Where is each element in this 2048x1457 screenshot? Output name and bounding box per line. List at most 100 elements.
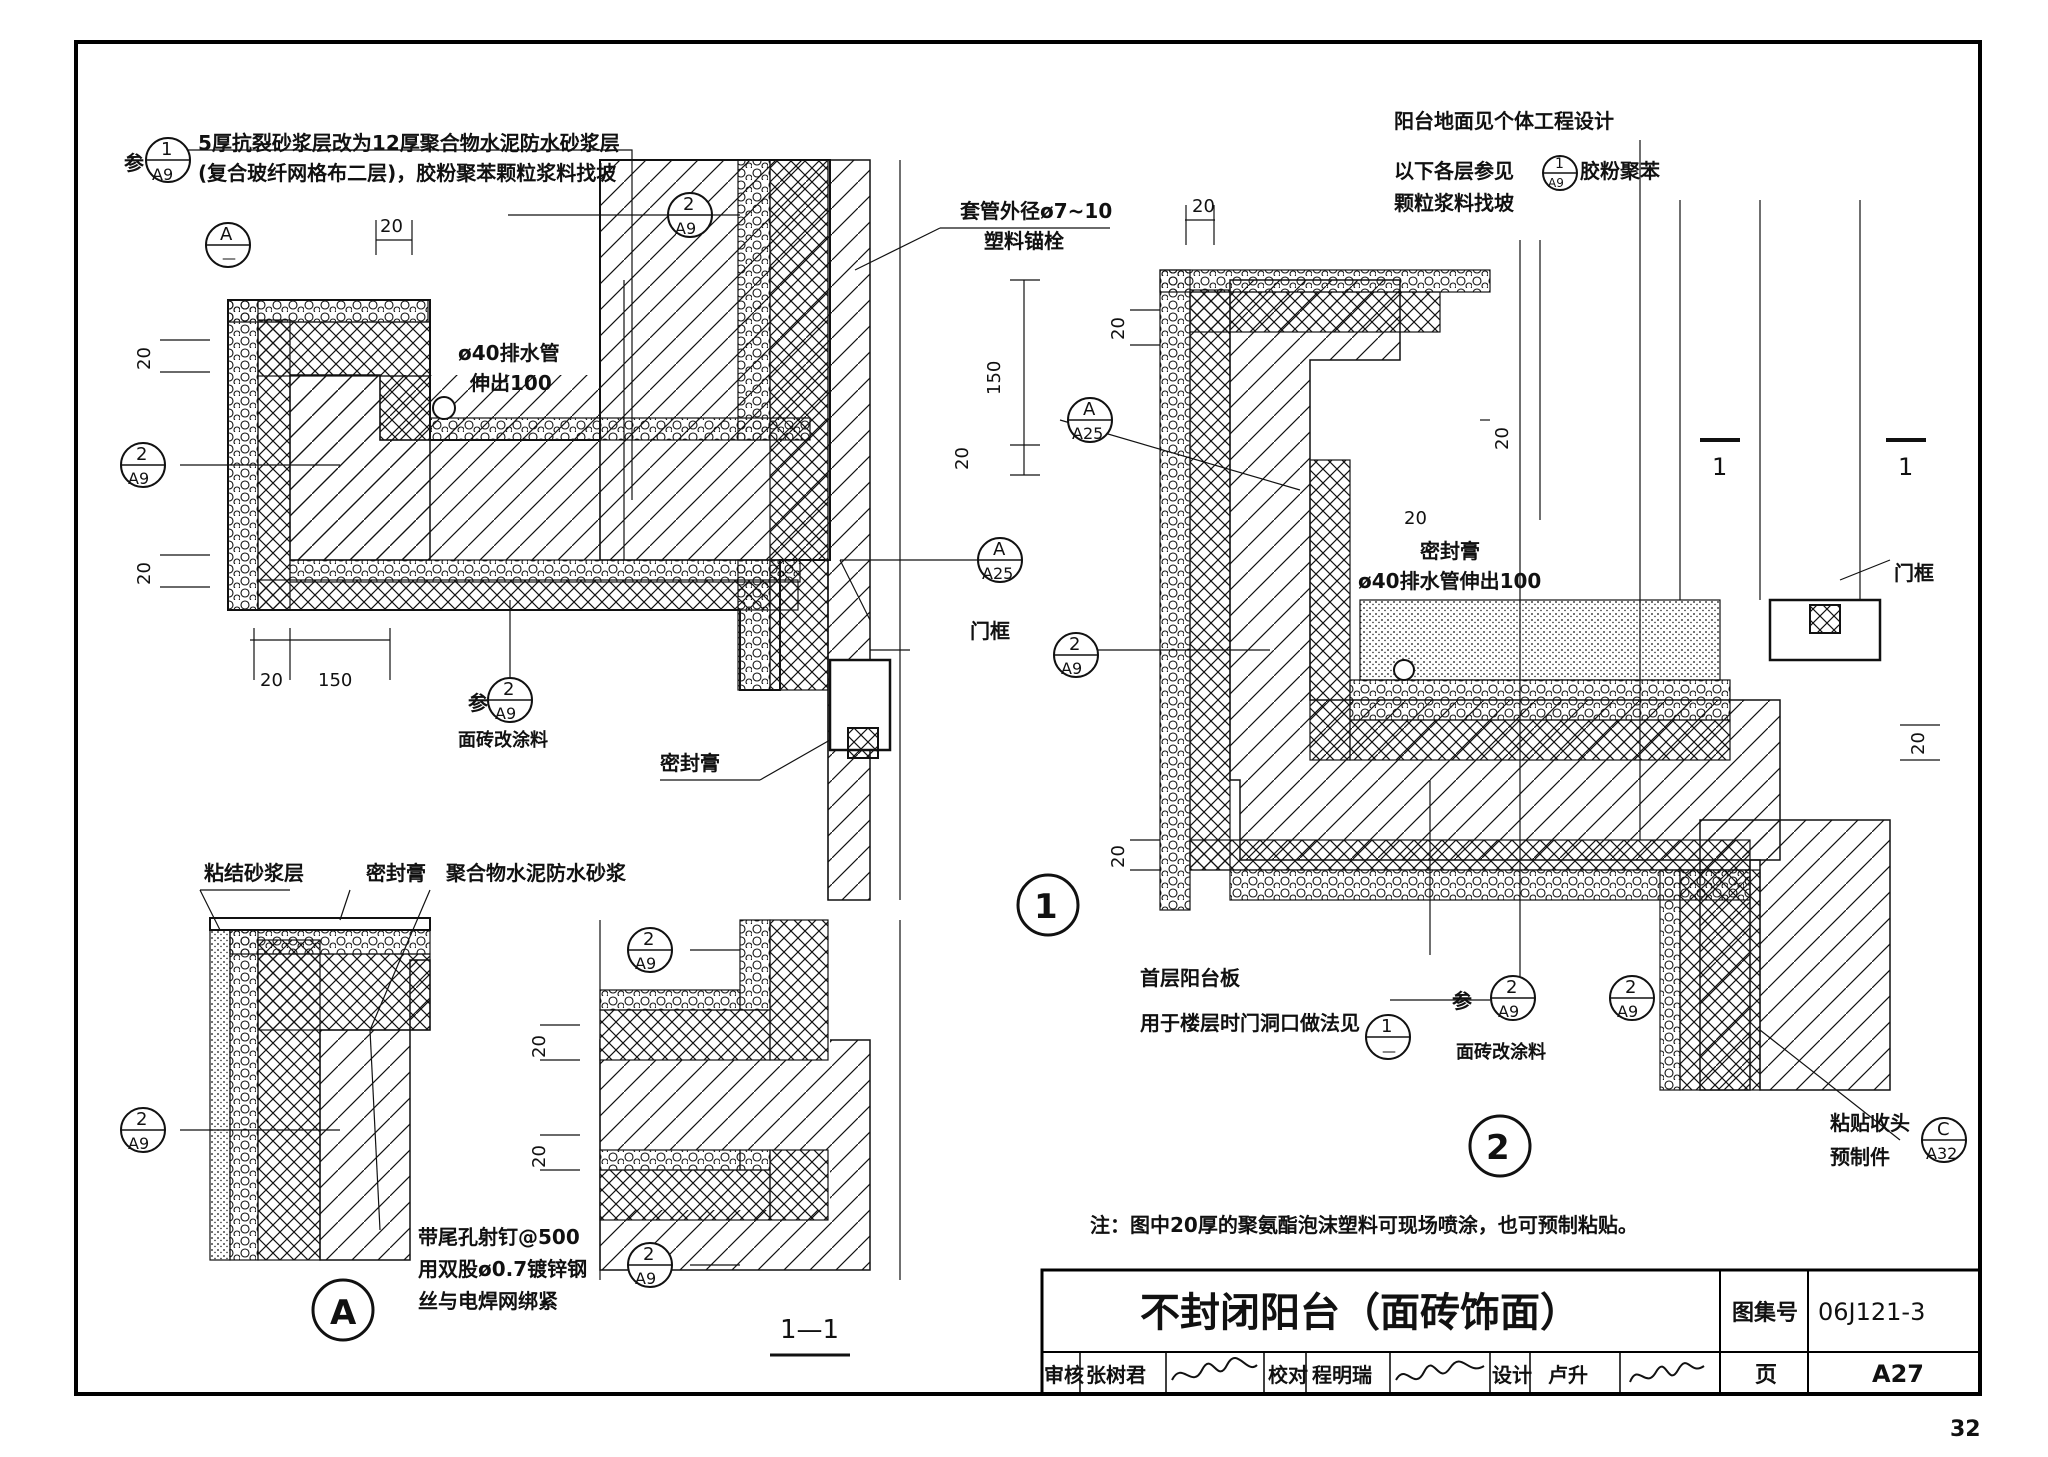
da-nail-1: 带尾孔射钉@500: [418, 1225, 580, 1249]
d1-door-frame: 门框: [970, 619, 1010, 643]
d1-ref-2-left: 2: [136, 444, 147, 465]
d2-section-left: 1: [1712, 453, 1727, 481]
d2-ref-a9-right: A9: [1617, 1002, 1638, 1021]
sheet-note: 注：图中20厚的聚氨酯泡沫塑料可现场喷涂，也可预制粘贴。: [1090, 1213, 1638, 1237]
d2-ref-prefix: 参: [1452, 989, 1472, 1013]
d2-ref-2-left: 2: [1069, 634, 1080, 655]
design-label: 设计: [1492, 1363, 1532, 1387]
d2-ref-2-right: 2: [1625, 977, 1636, 998]
checker-signature: [1395, 1360, 1485, 1381]
s11-dim-20-b: 20: [529, 1145, 550, 1168]
d2-tile-coating: 面砖改涂料: [1456, 1041, 1546, 1063]
ref-bubble-a: [205, 222, 251, 268]
d2-ref-2-mid: 2: [1506, 977, 1517, 998]
d2-floor-note-2a: 以下各层参见: [1394, 159, 1514, 183]
sheet-border: [74, 40, 1982, 1396]
detail-1-marker-circle: [1016, 873, 1080, 937]
d1-ref-2-bottom: 2: [503, 679, 514, 700]
d2-ground-slab-2: 用于楼层时门洞口做法见: [1140, 1011, 1360, 1035]
da-ref-a9: A9: [128, 1134, 149, 1153]
d1-anchor-1: 套管外径ø7~10: [960, 199, 1112, 223]
atlas-no: 06J121-3: [1818, 1298, 1925, 1326]
ref-bubble-1-a9-top: [145, 137, 191, 183]
d1-drain: ø40排水管: [458, 341, 560, 365]
da-sealant: 密封膏: [366, 861, 426, 885]
d1-sealant: 密封膏: [660, 751, 720, 775]
d1-dim-150-h: 150: [318, 670, 352, 691]
d1-drain-ext: 伸出100: [469, 371, 552, 395]
detail-1: [120, 137, 1110, 937]
d2-floor-note-3: 颗粒浆料找坡: [1394, 191, 1515, 215]
d2-dim-20-a: 20: [1108, 317, 1129, 340]
d2-ref-c: C: [1937, 1119, 1950, 1140]
da-nail-2: 用双股ø0.7镀锌钢: [418, 1257, 587, 1281]
d1-ref-1: 1: [161, 139, 172, 160]
d1-ref-prefix: 参: [124, 151, 144, 175]
d1-dim-20-c: 20: [380, 216, 403, 237]
d1-ref-a9-top: A9: [675, 219, 696, 238]
d2-ground-slab-1: 首层阳台板: [1140, 966, 1241, 990]
d2-dim-20-c: 20: [1404, 508, 1427, 529]
d2-ref-a32: A32: [1926, 1144, 1957, 1163]
da-bond-mortar: 粘结砂浆层: [204, 861, 304, 885]
d1-dim-20-b: 20: [134, 562, 155, 585]
s11-marker: 1—1: [780, 1315, 839, 1345]
s11-ref-2-top: 2: [643, 929, 654, 950]
d2-door-frame: 门框: [1894, 561, 1934, 585]
d2-ref-a9-left: A9: [1061, 659, 1082, 678]
d1-dim-20-a: 20: [134, 347, 155, 370]
d2-floor-note-1: 阳台地面见个体工程设计: [1394, 109, 1614, 133]
d1-anchor-2: 塑料锚栓: [984, 229, 1064, 253]
d2-ref-dash-slab: —: [1382, 1044, 1396, 1060]
d1-ref-a9-bottom: A9: [495, 704, 516, 723]
reviewer: 张树君: [1086, 1363, 1146, 1387]
s11-ref-a9-bottom: A9: [635, 1269, 656, 1288]
d2-end-piece-1: 粘贴收头: [1830, 1111, 1910, 1135]
page-no: A27: [1872, 1360, 1924, 1388]
s11-ref-2-bottom: 2: [643, 1244, 654, 1265]
d1-ref-a-right: A: [993, 539, 1006, 560]
d2-end-piece-2: 预制件: [1830, 1145, 1890, 1169]
d2-section-right: 1: [1898, 453, 1913, 481]
d2-dim-20-e: 20: [1908, 732, 1929, 755]
d2-ref-a25: A25: [1072, 424, 1103, 443]
d2-ref-a9-mid: A9: [1498, 1002, 1519, 1021]
d1-ref-dash: —: [222, 251, 236, 267]
d2-sealant: 密封膏: [1420, 539, 1480, 563]
checker: 程明瑞: [1312, 1363, 1372, 1387]
print-page-number: 32: [1950, 1417, 1981, 1442]
d1-marker: 1: [1034, 887, 1058, 927]
ref-bubble-2-a9-top: [667, 192, 713, 238]
s11-dim-20-a: 20: [529, 1035, 550, 1058]
sheet-title: 不封闭阳台（面砖饰面）: [1140, 1290, 1580, 1336]
title-block: [1040, 1268, 1982, 1396]
detail-a: [120, 889, 431, 1342]
d2-floor-note-2b: 胶粉聚苯: [1580, 159, 1660, 183]
designer: 卢升: [1548, 1363, 1588, 1387]
section-1-1: [540, 919, 901, 1357]
d2-dim-20-top: 20: [1192, 196, 1215, 217]
review-label: 审核: [1044, 1363, 1084, 1387]
s11-ref-a9-top: A9: [635, 954, 656, 973]
da-polymer: 聚合物水泥防水砂浆: [445, 861, 627, 885]
d1-dim-20-d: 20: [952, 447, 973, 470]
d1-ref-a9-left: A9: [128, 469, 149, 488]
atlas-label: 图集号: [1732, 1300, 1798, 1326]
designer-signature: [1629, 1362, 1705, 1383]
d2-ref-1-slab: 1: [1381, 1016, 1392, 1037]
da-ref-2: 2: [136, 1109, 147, 1130]
da-nail-3: 丝与电焊网绑紧: [418, 1289, 558, 1313]
da-marker: A: [330, 1293, 357, 1333]
d1-ref-a9: A9: [152, 165, 173, 184]
d2-ref-a: A: [1083, 399, 1096, 420]
d1-tile-coating: 面砖改涂料: [458, 729, 548, 751]
d1-ref-2-top: 2: [683, 194, 694, 215]
d2-ref-1-small: 1: [1555, 156, 1564, 172]
ref-bubble-a-a25: [977, 537, 1023, 583]
detail-2: [1053, 140, 1967, 1178]
d1-ref-a25: A25: [982, 564, 1013, 583]
d1-ref-a-top: A: [220, 224, 233, 245]
d2-dim-20-d: 20: [1108, 845, 1129, 868]
d2-dim-20-b: 20: [1492, 427, 1513, 450]
